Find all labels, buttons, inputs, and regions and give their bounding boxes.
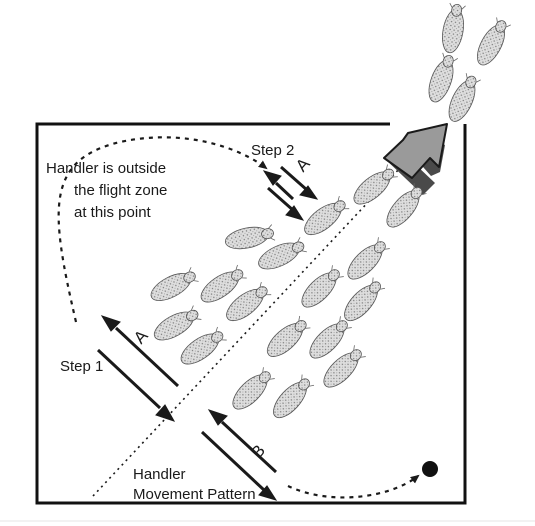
handler-outside-label-line1: Handler is outside xyxy=(46,160,166,177)
step-b-letter: B xyxy=(247,441,269,462)
sheep-icon xyxy=(299,194,351,241)
handler-outside-label-line3: at this point xyxy=(74,204,152,221)
step-b-arrows xyxy=(200,409,278,501)
handler-outside-label-line2: the flight zone xyxy=(74,182,167,199)
sheep-icon xyxy=(380,181,429,233)
sheep-icon xyxy=(261,314,313,363)
sheep-icon xyxy=(471,16,513,70)
step1-label: Step 1 xyxy=(60,358,103,375)
fence-line-dotted xyxy=(92,151,416,497)
step2-arrows xyxy=(262,165,319,221)
sheep-icon xyxy=(226,365,277,416)
step1-arrows xyxy=(96,315,180,422)
big-arrow-icon xyxy=(383,123,448,195)
sheep-icon xyxy=(348,162,400,211)
handler-dot-icon xyxy=(422,461,438,477)
enclosure-frame xyxy=(35,122,467,505)
sheep-icon xyxy=(295,263,346,314)
handler-path-top xyxy=(57,136,268,323)
handler-movement-label-line2: Movement Pattern xyxy=(133,486,256,503)
sheep-icon xyxy=(338,275,387,327)
sheep-icon xyxy=(223,222,276,253)
step2-label: Step 2 xyxy=(251,142,294,159)
sheep-icon xyxy=(341,235,392,286)
step2-letter-a: A xyxy=(292,154,314,176)
handler-movement-label-line1: Handler xyxy=(133,466,186,483)
sheep-icon xyxy=(175,324,229,371)
sheep-icon xyxy=(267,372,316,424)
handler-path-bottom xyxy=(287,474,420,499)
sheep-herd xyxy=(146,2,513,424)
sheep-icon xyxy=(146,265,200,307)
sheep-icon xyxy=(149,303,203,347)
sheep-icon xyxy=(438,2,468,55)
